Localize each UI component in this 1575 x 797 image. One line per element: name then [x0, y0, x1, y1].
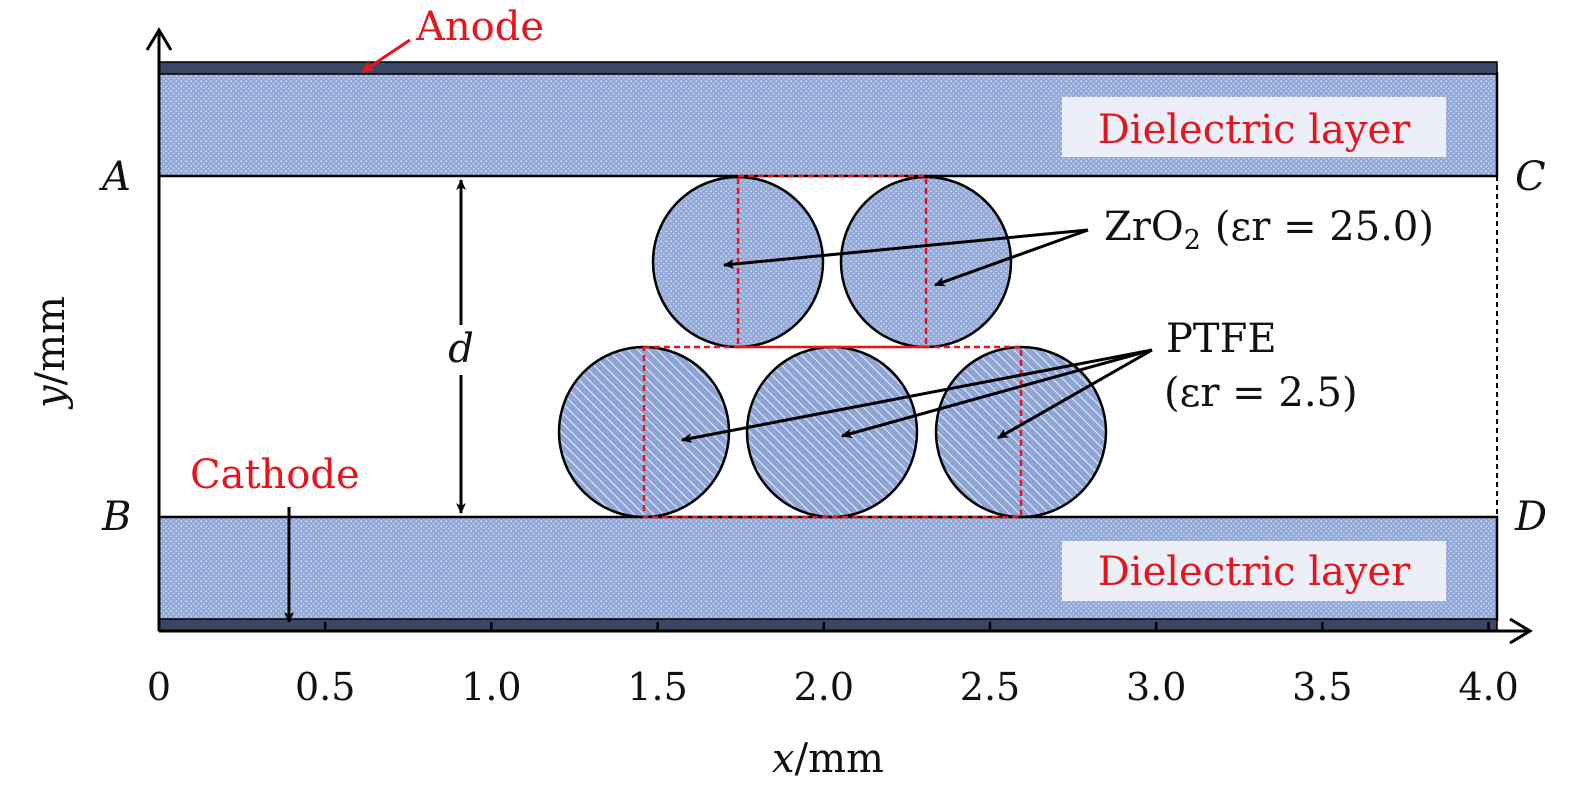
bottom-dielectric-label: Dielectric layer	[1098, 549, 1411, 595]
gap-label-d: d	[448, 326, 474, 372]
x-axis-label: x/mm	[772, 736, 884, 782]
y-axis-arrowhead	[145, 27, 173, 51]
zro2-subscript: 2	[1184, 225, 1201, 256]
zro2-material: ZrO	[1104, 204, 1184, 250]
x-axis-arrowhead	[1509, 617, 1533, 645]
corner-label-c: C	[1515, 154, 1546, 200]
corner-label-a: A	[98, 154, 131, 200]
corner-label-b: B	[101, 494, 131, 540]
ptfe-pointer-left	[681, 348, 1153, 444]
x-tick-label: 1.0	[461, 665, 521, 709]
anode-electrode	[158, 61, 1498, 75]
zro2-pointer-right	[934, 228, 1089, 287]
x-tick-label: 1.5	[627, 665, 687, 709]
ptfe-particle-middle	[745, 345, 919, 519]
anode-label: Anode	[415, 4, 544, 50]
x-axis-variable: x	[772, 736, 795, 782]
x-tick-label: 3.0	[1126, 665, 1186, 709]
zro2-label: ZrO2 (εr = 25.0)	[1104, 204, 1434, 256]
x-tick-label: 0.5	[295, 665, 355, 709]
x-axis-unit: /mm	[795, 736, 884, 782]
ptfe-unit-cell-outline	[642, 345, 1023, 519]
y-axis-label: y/mm	[28, 296, 74, 410]
y-axis-unit: /mm	[28, 296, 74, 385]
x-axis-ticks: 0 0.5 1.0 1.5 2.0 2.5 3.0 3.5 4.0	[147, 622, 1519, 709]
x-tick-label: 2.5	[960, 665, 1020, 709]
x-tick-label: 3.5	[1292, 665, 1352, 709]
zro2-unit-cell-outline	[736, 174, 928, 349]
y-axis-variable: y	[28, 384, 74, 410]
ptfe-label: PTFE	[1166, 316, 1277, 362]
corner-label-d: D	[1514, 494, 1547, 540]
top-dielectric-label: Dielectric layer	[1098, 107, 1411, 153]
anode-pointer	[361, 38, 411, 74]
x-tick-label: 0	[147, 665, 171, 709]
x-tick-label: 4.0	[1458, 665, 1518, 709]
bottom-dielectric-label-bg	[1062, 541, 1446, 601]
x-tick-label: 2.0	[794, 665, 854, 709]
top-dielectric-label-bg	[1062, 97, 1446, 157]
ptfe-permittivity: (εr = 2.5)	[1164, 370, 1358, 416]
zro2-pointer-left	[723, 228, 1089, 270]
ptfe-pointer-right	[997, 348, 1153, 440]
ptfe-particle-left	[557, 345, 731, 519]
zro2-permittivity: (εr = 25.0)	[1215, 204, 1434, 250]
ptfe-pointer-middle	[841, 348, 1153, 439]
cathode-label: Cathode	[190, 452, 360, 498]
cathode-electrode	[158, 618, 1498, 632]
